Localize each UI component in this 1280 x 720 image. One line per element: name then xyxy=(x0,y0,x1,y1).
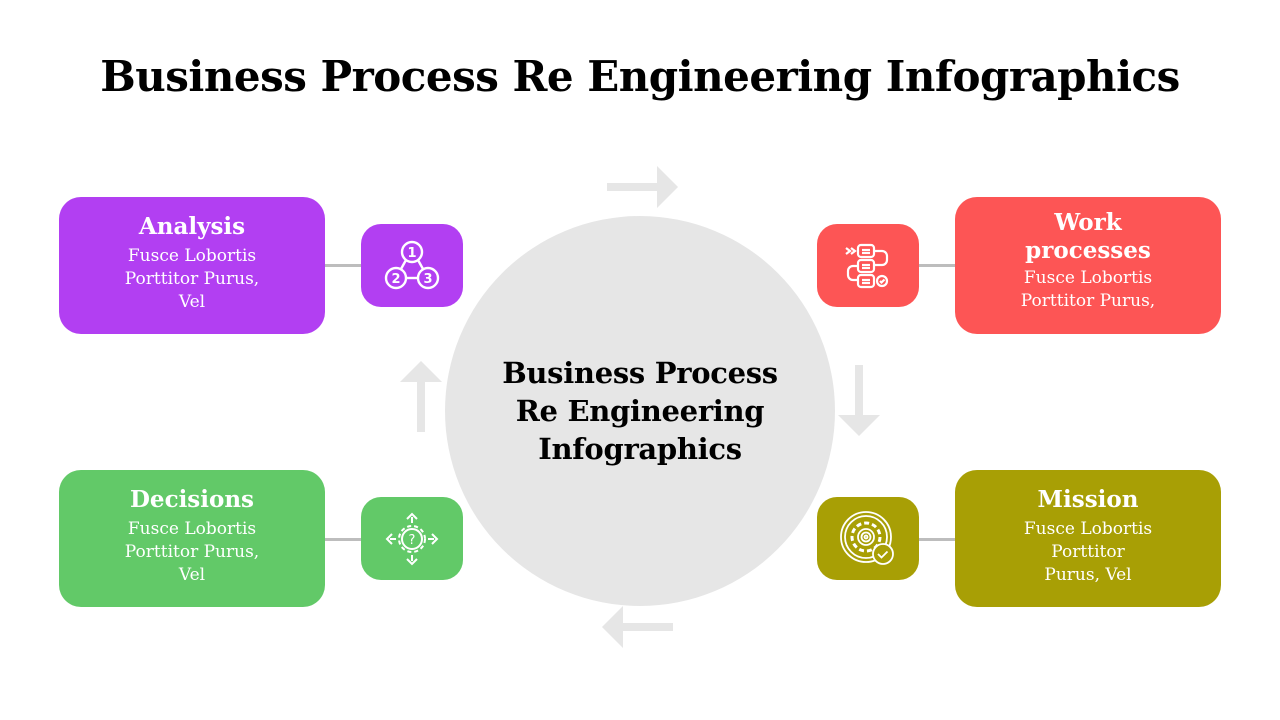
arrow-up-icon xyxy=(400,361,442,432)
svg-text:2: 2 xyxy=(391,272,400,287)
page-title: Business Process Re Engineering Infograp… xyxy=(100,52,1180,101)
target-gear-check-icon xyxy=(840,510,894,565)
decision-gear-icon: ? xyxy=(385,512,439,565)
arrow-left-icon xyxy=(602,606,673,648)
numbered-steps-icon: 1 2 3 xyxy=(384,240,440,289)
title-line: processes xyxy=(1025,237,1151,264)
decisions-card: Decisions Fusce Lobortis Porttitor Purus… xyxy=(59,470,325,607)
analysis-card: Analysis Fusce Lobortis Porttitor Purus,… xyxy=(59,197,325,334)
work-icon-box xyxy=(817,224,919,307)
desc-line: Porttitor xyxy=(1051,542,1125,562)
svg-text:?: ? xyxy=(409,533,416,548)
svg-text:3: 3 xyxy=(423,272,432,287)
center-circle: Business Process Re Engineering Infograp… xyxy=(445,216,835,606)
workflow-icon xyxy=(845,243,889,288)
card-title: Analysis xyxy=(138,213,246,240)
desc-line: Fusce Lobortis xyxy=(127,519,257,539)
arrow-down-icon xyxy=(838,365,880,436)
connector-decisions xyxy=(325,538,361,541)
card-description: Fusce Lobortis Porttitor Purus, Vel xyxy=(59,245,325,314)
connector-work xyxy=(919,264,955,267)
work-processes-card: Work processes Fusce Lobortis Porttitor … xyxy=(955,197,1221,334)
desc-line: Purus, Vel xyxy=(1044,565,1132,585)
desc-line: Porttitor Purus, xyxy=(124,269,260,289)
mission-card: Mission Fusce Lobortis Porttitor Purus, … xyxy=(955,470,1221,607)
desc-line: Fusce Lobortis xyxy=(127,246,257,266)
svg-text:1: 1 xyxy=(407,246,416,261)
analysis-icon-box: 1 2 3 xyxy=(361,224,463,307)
decisions-icon-box: ? xyxy=(361,497,463,580)
connector-mission xyxy=(919,538,955,541)
desc-line: Porttitor Purus, xyxy=(124,542,260,562)
title-line: Work xyxy=(1054,209,1122,236)
desc-line: Porttitor Purus, xyxy=(1020,291,1156,311)
center-title: Business Process Re Engineering Infograp… xyxy=(490,354,790,468)
center-title-line: Infographics xyxy=(538,432,742,466)
arrow-right-icon xyxy=(607,166,678,208)
desc-line: Vel xyxy=(178,292,206,312)
mission-icon-box xyxy=(817,497,919,580)
card-description: Fusce Lobortis Porttitor Purus, Vel xyxy=(59,518,325,587)
card-title: Decisions xyxy=(129,486,255,513)
desc-line: Fusce Lobortis xyxy=(1023,519,1153,539)
card-description: Fusce Lobortis Porttitor Purus, Vel xyxy=(955,518,1221,587)
card-description: Fusce Lobortis Porttitor Purus, xyxy=(955,267,1221,313)
desc-line: Fusce Lobortis xyxy=(1023,268,1153,288)
card-title: Mission xyxy=(1037,486,1139,513)
card-title: Work processes xyxy=(955,209,1221,265)
connector-analysis xyxy=(325,264,361,267)
center-title-line: Re Engineering xyxy=(515,394,765,428)
center-title-line: Business Process xyxy=(502,356,778,390)
desc-line: Vel xyxy=(178,565,206,585)
